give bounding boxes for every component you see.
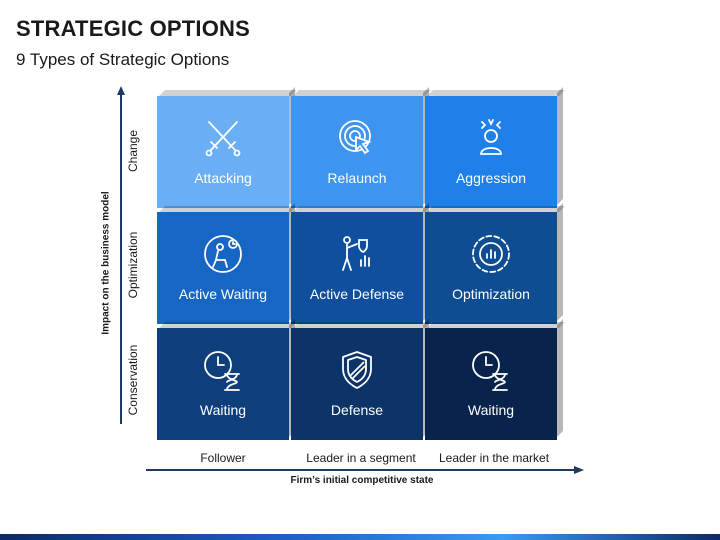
clock-hourglass-icon — [204, 351, 240, 391]
gear-chart-icon — [472, 235, 510, 273]
x-level-leader-market: Leader in the market — [438, 451, 550, 465]
y-level-change: Change — [126, 129, 140, 173]
cell-label: Aggression — [455, 170, 527, 186]
angry-person-icon — [480, 119, 502, 155]
y-level-optimization: Optimization — [126, 231, 140, 299]
matrix-cell-active-defense: Active Defense — [291, 203, 431, 324]
matrix-cell-aggression: Aggression — [425, 87, 565, 208]
page-title: STRATEGIC OPTIONS — [16, 16, 251, 41]
matrix-cell-waiting-follower: Waiting — [157, 319, 297, 440]
y-level-conservation: Conservation — [126, 344, 140, 416]
matrix-cell-optimization: Optimization — [425, 203, 565, 324]
target-cursor-icon — [339, 120, 372, 155]
x-axis-arrow — [146, 466, 584, 474]
matrix-cell-relaunch: Relaunch — [291, 87, 431, 208]
cell-label: Waiting — [467, 402, 515, 418]
person-clock-icon — [204, 235, 242, 273]
person-shield-icon — [342, 236, 370, 271]
cell-label: Attacking — [194, 170, 252, 186]
page-subtitle: 9 Types of Strategic Options — [16, 50, 230, 69]
x-level-leader-segment: Leader in a segment — [306, 451, 416, 465]
cell-label: Active Waiting — [178, 286, 268, 302]
x-level-follower: Follower — [200, 451, 246, 465]
cell-label: Active Defense — [309, 286, 405, 302]
y-axis-arrow — [117, 86, 125, 424]
clock-hourglass-icon — [472, 351, 508, 391]
cell-label: Defense — [330, 402, 384, 418]
cell-label: Relaunch — [327, 170, 387, 186]
matrix-cell-defense: Defense — [291, 319, 431, 440]
matrix-cell-attacking: Attacking — [157, 87, 297, 208]
crossed-swords-icon — [205, 121, 241, 157]
matrix-cell-active-waiting: Active Waiting — [157, 203, 297, 324]
x-axis-title: Firm’s initial competitive state — [290, 475, 434, 486]
bottom-accent-bar — [0, 534, 720, 540]
shield-icon — [342, 351, 372, 389]
cell-label: Waiting — [199, 402, 247, 418]
matrix-cell-waiting-leader: Waiting — [425, 319, 565, 440]
y-axis-title: Impact on the business model — [100, 191, 112, 335]
cell-label: Optimization — [452, 286, 530, 302]
